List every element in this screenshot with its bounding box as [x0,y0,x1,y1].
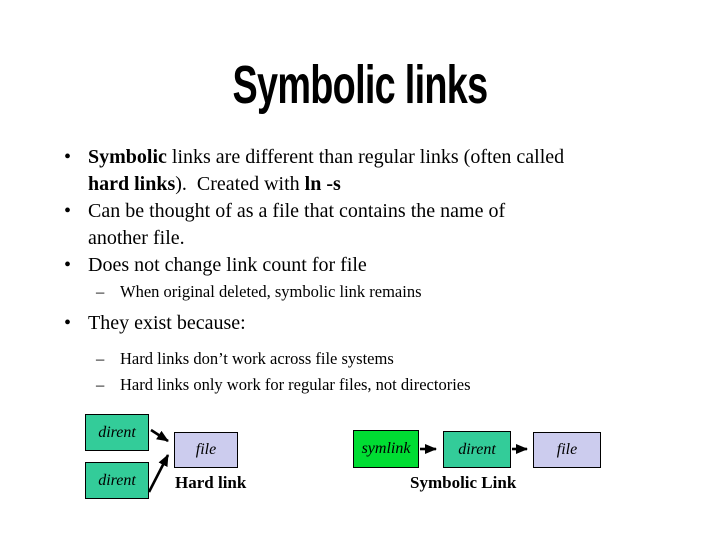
bullet-item-file-name: • Can be thought of as a file that conta… [0,198,700,252]
dash-marker: – [96,375,105,394]
sub-bullet-regular-files: – Hard links only work for regular files… [0,372,700,398]
sub-bullet-across-filesystems: – Hard links don’t work across file syst… [0,346,700,372]
dirent-box: dirent [85,414,149,451]
file-box: file [174,432,238,468]
bullet-line: Symbolic links are different than regula… [88,146,565,168]
bullet-line: another file. [88,227,185,249]
bullet-line: When original deleted, symbolic link rem… [120,282,422,301]
sub-bullet-original-deleted: – When original deleted, symbolic link r… [0,279,700,305]
bullet-line: hard links). Created with ln -s [88,173,341,195]
bullet-list: • Symbolic links are different than regu… [0,144,700,398]
bullet-item-they-exist: • They exist because: [0,310,700,337]
bullet-item-symbolic-links: • Symbolic links are different than regu… [0,144,700,198]
bullet-marker: • [64,254,72,276]
bullet-marker: • [64,200,72,222]
symbolic-link-label: Symbolic Link [410,473,517,492]
bullet-line: Hard links don’t work across file system… [120,349,394,368]
bullet-line: Does not change link count for file [88,254,367,276]
bullet-line: They exist because: [88,312,246,334]
bullet-line: Hard links only work for regular files, … [120,375,471,394]
dash-marker: – [96,282,105,301]
slide-title: Symbolic links [232,55,489,115]
dirent-box: dirent [85,462,149,499]
dirent-box: dirent [443,431,511,468]
bullet-marker: • [64,146,72,168]
bullet-marker: • [64,312,72,334]
bullet-item-link-count: • Does not change link count for file [0,252,700,279]
dash-marker: – [96,349,105,368]
hard-link-label: Hard link [175,473,247,492]
bullet-line: Can be thought of as a file that contain… [88,200,506,222]
symlink-box: symlink [353,430,419,468]
file-box: file [533,432,601,468]
